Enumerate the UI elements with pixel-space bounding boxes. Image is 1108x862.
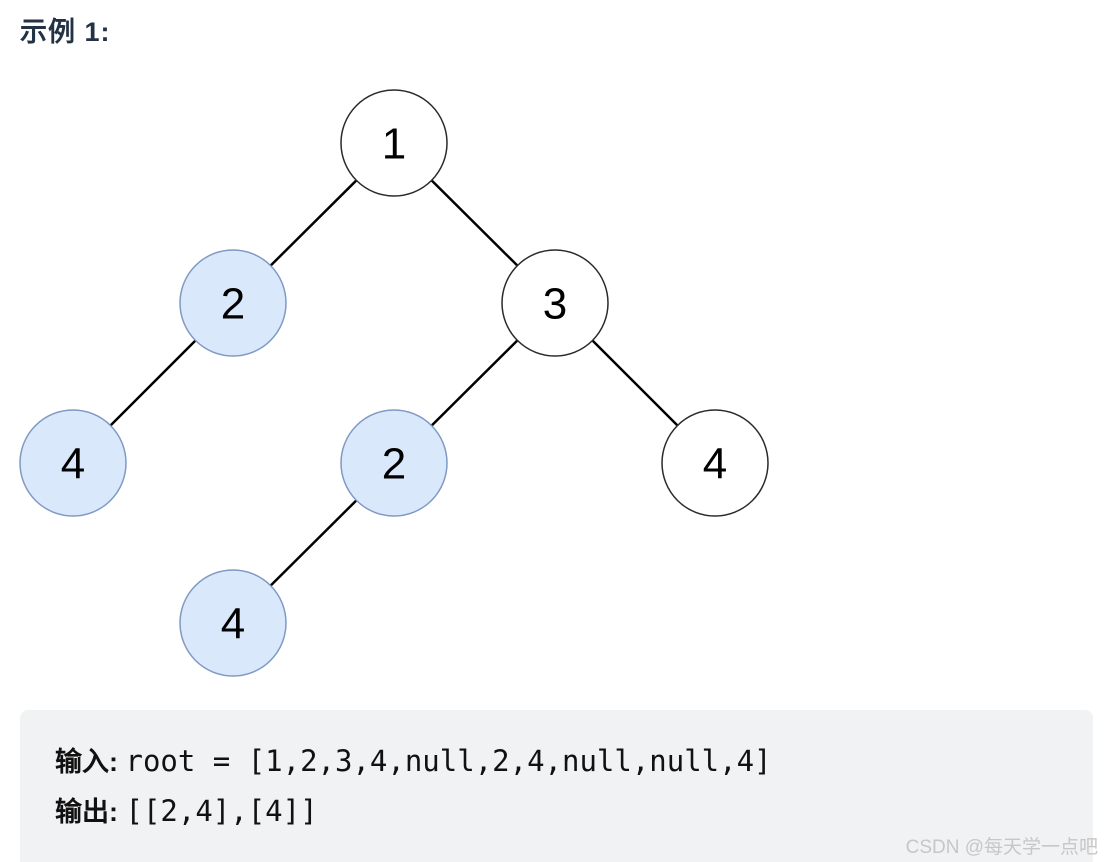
tree-node: 4 xyxy=(661,409,769,517)
tree-node-circle xyxy=(501,249,609,357)
tree-node: 3 xyxy=(501,249,609,357)
tree-node: 4 xyxy=(19,409,127,517)
tree-node-label: 4 xyxy=(703,439,727,488)
tree-node-circle xyxy=(340,409,448,517)
example-io-box: 输入: root = [1,2,3,4,null,2,4,null,null,4… xyxy=(20,710,1093,862)
input-value: root = [1,2,3,4,null,2,4,null,null,4] xyxy=(125,744,772,778)
tree-node: 2 xyxy=(179,249,287,357)
tree-node-label: 4 xyxy=(61,439,85,488)
tree-node-circle xyxy=(179,249,287,357)
output-value: [[2,4],[4]] xyxy=(125,794,318,828)
output-line: 输出: [[2,4],[4]] xyxy=(55,790,1073,829)
tree-node-circle xyxy=(19,409,127,517)
tree-node-circle xyxy=(661,409,769,517)
tree-node-label: 2 xyxy=(382,439,406,488)
page-title: 示例 1: xyxy=(20,17,111,47)
output-label: 输出: xyxy=(55,797,126,827)
tree-node-circle xyxy=(179,569,287,677)
csdn-watermark: CSDN @每天学一点吧 xyxy=(905,837,1098,858)
tree-node-label: 1 xyxy=(382,119,406,168)
tree-node: 2 xyxy=(340,409,448,517)
tree-node-circle xyxy=(340,89,448,197)
tree-node-label: 2 xyxy=(221,279,245,328)
input-label: 输入: xyxy=(55,747,126,777)
input-line: 输入: root = [1,2,3,4,null,2,4,null,null,4… xyxy=(55,740,1073,779)
tree-node-label: 3 xyxy=(543,279,567,328)
tree-node-label: 4 xyxy=(221,599,245,648)
tree-node: 4 xyxy=(179,569,287,677)
tree-node: 1 xyxy=(340,89,448,197)
